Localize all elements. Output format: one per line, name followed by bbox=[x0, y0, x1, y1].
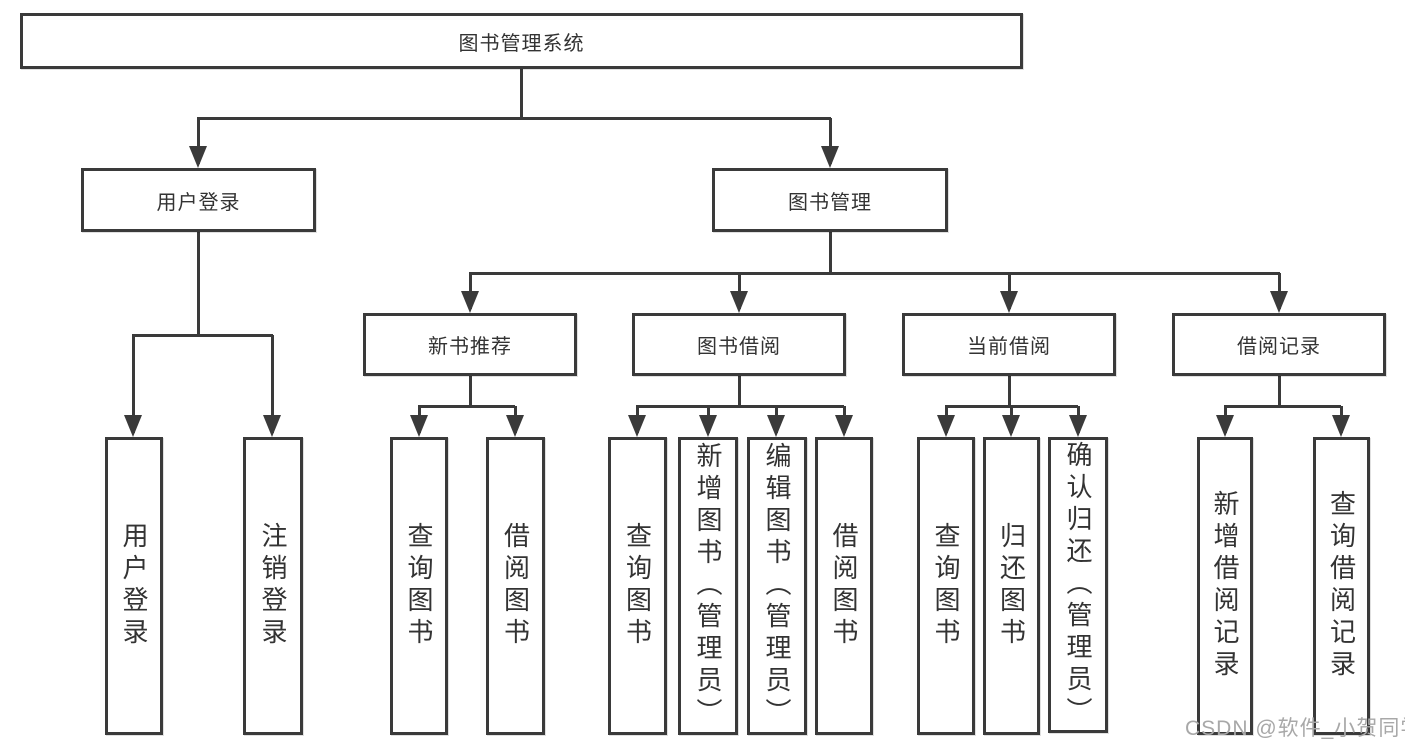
leaf-bb-borrow-books: 借阅图书 bbox=[815, 437, 873, 735]
node-user-login: 用户登录 bbox=[81, 168, 316, 232]
leaf-bb-query-books: 查询图书 bbox=[608, 437, 667, 735]
connector-arrowhead bbox=[730, 291, 748, 313]
connector-arrowhead bbox=[1002, 415, 1020, 437]
connector-arrowhead bbox=[1332, 415, 1350, 437]
connector-arrowhead bbox=[628, 415, 646, 437]
leaf-br-add-record: 新增借阅记录 bbox=[1197, 437, 1253, 735]
connector-line bbox=[197, 117, 831, 120]
connector-arrowhead bbox=[189, 146, 207, 168]
connector-arrowhead bbox=[263, 415, 281, 437]
leaf-br-query-record: 查询借阅记录 bbox=[1313, 437, 1370, 735]
connector-line bbox=[636, 405, 844, 408]
connector-line bbox=[1224, 405, 1341, 408]
connector-line bbox=[197, 232, 200, 335]
connector-arrowhead bbox=[410, 415, 428, 437]
node-user-login-label: 用户登录 bbox=[156, 191, 241, 214]
leaf-user-login: 用户登录 bbox=[105, 437, 163, 735]
node-book-borrowing: 图书借阅 bbox=[632, 313, 846, 376]
node-library-system: 图书管理系统 bbox=[20, 13, 1023, 69]
connector-line bbox=[829, 232, 832, 273]
connector-arrowhead bbox=[937, 415, 955, 437]
node-library-system-label: 图书管理系统 bbox=[458, 32, 585, 55]
connector-arrowhead bbox=[699, 415, 717, 437]
node-current-borrowing: 当前借阅 bbox=[902, 313, 1116, 376]
leaf-bb-add-books-admin: 新增图书（管理员） bbox=[678, 437, 738, 735]
node-book-management: 图书管理 bbox=[712, 168, 948, 232]
connector-arrowhead bbox=[835, 415, 853, 437]
leaf-bb-add-books-admin-label: 新增图书（管理员） bbox=[693, 442, 723, 730]
connector-line bbox=[132, 335, 135, 433]
leaf-bb-borrow-books-label: 借阅图书 bbox=[829, 522, 859, 650]
leaf-nbr-borrow-books: 借阅图书 bbox=[486, 437, 545, 735]
leaf-cb-query-books-label: 查询图书 bbox=[931, 522, 961, 650]
connector-arrowhead bbox=[461, 291, 479, 313]
leaf-cb-confirm-return-admin-label: 确认归还（管理员） bbox=[1063, 441, 1093, 729]
connector-arrowhead bbox=[124, 415, 142, 437]
leaf-br-add-record-label: 新增借阅记录 bbox=[1210, 490, 1240, 682]
connector-line bbox=[418, 405, 515, 408]
connector-line bbox=[469, 272, 1280, 275]
connector-arrowhead bbox=[821, 146, 839, 168]
csdn-watermark: CSDN @软件_小贺同学 bbox=[1185, 717, 1405, 740]
connector-line bbox=[271, 335, 274, 433]
node-borrowing-records-label: 借阅记录 bbox=[1237, 336, 1321, 358]
leaf-logout: 注销登录 bbox=[243, 437, 303, 735]
node-book-management-label: 图书管理 bbox=[788, 191, 872, 214]
connector-arrowhead bbox=[506, 415, 524, 437]
leaf-br-query-record-label: 查询借阅记录 bbox=[1326, 490, 1357, 682]
connector-line bbox=[1278, 376, 1281, 406]
leaf-cb-return-books: 归还图书 bbox=[983, 437, 1040, 735]
leaf-nbr-borrow-books-label: 借阅图书 bbox=[500, 522, 531, 650]
leaf-bb-edit-books-admin-label: 编辑图书（管理员） bbox=[762, 442, 792, 730]
node-new-book-recommend-label: 新书推荐 bbox=[428, 336, 512, 358]
leaf-bb-query-books-label: 查询图书 bbox=[622, 522, 653, 650]
node-current-borrowing-label: 当前借阅 bbox=[967, 336, 1051, 358]
node-new-book-recommend: 新书推荐 bbox=[363, 313, 577, 376]
connector-line bbox=[829, 118, 832, 164]
connector-arrowhead bbox=[1216, 415, 1234, 437]
connector-arrowhead bbox=[1000, 291, 1018, 313]
leaf-cb-confirm-return-admin: 确认归还（管理员） bbox=[1048, 437, 1108, 733]
connector-arrowhead bbox=[767, 415, 785, 437]
node-book-borrowing-label: 图书借阅 bbox=[697, 336, 781, 358]
connector-line bbox=[469, 376, 472, 406]
leaf-nbr-query-books: 查询图书 bbox=[390, 437, 448, 735]
node-borrowing-records: 借阅记录 bbox=[1172, 313, 1386, 376]
connector-arrowhead bbox=[1069, 415, 1087, 437]
connector-line bbox=[738, 376, 741, 406]
connector-arrowhead bbox=[1270, 291, 1288, 313]
leaf-user-login-label: 用户登录 bbox=[119, 522, 149, 650]
connector-line bbox=[197, 118, 200, 164]
connector-line bbox=[132, 334, 273, 337]
leaf-logout-label: 注销登录 bbox=[258, 522, 288, 650]
leaf-nbr-query-books-label: 查询图书 bbox=[404, 522, 434, 650]
leaf-cb-return-books-label: 归还图书 bbox=[996, 522, 1027, 650]
connector-line bbox=[520, 69, 523, 118]
connector-line bbox=[1008, 376, 1011, 406]
leaf-cb-query-books: 查询图书 bbox=[917, 437, 975, 735]
leaf-bb-edit-books-admin: 编辑图书（管理员） bbox=[747, 437, 807, 735]
